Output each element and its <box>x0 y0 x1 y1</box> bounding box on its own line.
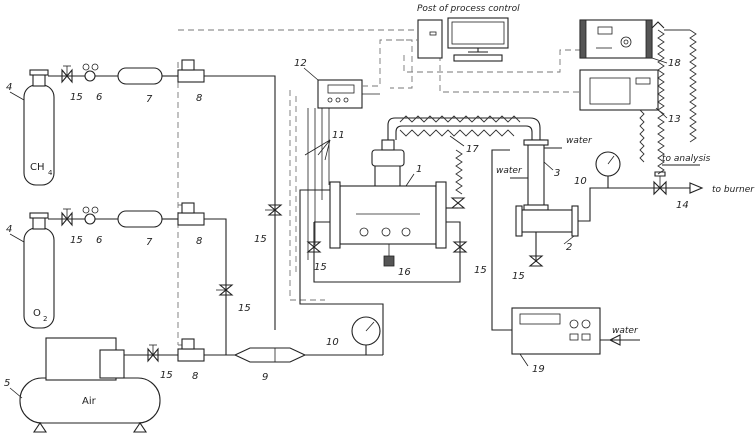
to-burner-label: to burner <box>712 185 755 195</box>
mass-flow-controller-8a: 8 <box>177 59 205 104</box>
water-bottom-label: water <box>612 326 639 336</box>
process-control-post: Post of process control <box>417 4 520 62</box>
thermocouple-leads-11: 11 <box>304 130 345 161</box>
svg-text:15: 15 <box>254 234 267 245</box>
valve-15d: 15 <box>254 204 283 245</box>
label-5: 5 <box>4 378 10 389</box>
valve-15a: 15 <box>61 65 83 103</box>
ch4-subscript: 4 <box>48 169 53 177</box>
pc-keyboard <box>453 54 503 62</box>
svg-text:9: 9 <box>262 372 268 383</box>
valve-15c: 15 <box>216 284 251 314</box>
label-18: 18 <box>668 58 681 69</box>
to-analysis-label: to analysis <box>662 154 711 164</box>
valve-15b: 15 <box>61 208 83 246</box>
post-label: Post of process control <box>417 4 520 14</box>
o2-subscript: 2 <box>43 315 47 323</box>
filter-7b: 7 <box>117 210 163 248</box>
label-13: 13 <box>668 114 681 125</box>
cooler-3: water water 3 <box>496 136 593 211</box>
controller-to-pc-cable <box>362 39 418 87</box>
pc-tower <box>417 19 443 59</box>
pressure-reducer-6a: 6 <box>82 63 102 103</box>
o2-label: O <box>33 308 41 319</box>
svg-text:7: 7 <box>146 237 153 248</box>
chiller-19: 19 <box>511 307 601 375</box>
svg-text:14: 14 <box>676 200 689 211</box>
mass-flow-controller-8c: 8 <box>177 338 205 382</box>
valve-15f: 15 <box>306 241 327 273</box>
heated-sample-line-analyzers <box>657 29 665 175</box>
svg-text:15: 15 <box>70 235 83 246</box>
air-label: Air <box>82 396 97 407</box>
valve-15-drain: 15 <box>512 255 544 282</box>
svg-text:8: 8 <box>192 371 198 382</box>
reactor-1: 1 <box>329 139 447 249</box>
svg-text:8: 8 <box>196 236 202 247</box>
water-left-label: water <box>496 166 523 176</box>
svg-text:15: 15 <box>70 92 83 103</box>
svg-text:2: 2 <box>566 242 572 253</box>
methane-cylinder: CH 4 4 <box>6 69 55 186</box>
pressure-gauge-10a: 10 <box>326 316 381 355</box>
svg-text:15: 15 <box>474 265 487 276</box>
valve-15e: 15 <box>147 344 173 381</box>
svg-text:17: 17 <box>466 144 479 155</box>
label-4b: 4 <box>6 224 12 235</box>
svg-text:7: 7 <box>146 94 153 105</box>
svg-text:16: 16 <box>398 267 411 278</box>
heater-16: 16 <box>383 244 411 278</box>
pressure-gauge-10b: 10 <box>574 151 621 188</box>
mixer-9: 9 <box>233 347 307 383</box>
separator-2: 2 <box>515 205 579 262</box>
analyzer-13: 13 <box>579 69 681 125</box>
mass-flow-controller-8b: 8 <box>177 202 205 247</box>
controller-12: 12 <box>294 58 363 109</box>
svg-text:15: 15 <box>512 271 525 282</box>
pc-monitor <box>447 17 509 49</box>
control-valve-14: 14 <box>653 171 689 211</box>
svg-text:6: 6 <box>96 235 102 246</box>
water-top-label: water <box>566 136 593 146</box>
filter-7a: 7 <box>117 67 163 105</box>
svg-text:11: 11 <box>332 130 345 141</box>
valve-15h-heated <box>446 197 466 209</box>
svg-text:10: 10 <box>574 176 587 187</box>
valve-15g: 15 <box>452 241 487 276</box>
svg-text:6: 6 <box>96 92 102 103</box>
heated-line-17: 17 <box>387 115 541 195</box>
analyzer-18: 18 <box>579 19 681 69</box>
svg-text:15: 15 <box>314 262 327 273</box>
svg-text:19: 19 <box>532 364 545 375</box>
svg-text:8: 8 <box>196 93 202 104</box>
oxygen-cylinder: O 2 4 <box>6 212 55 329</box>
ch4-label: CH <box>30 162 45 173</box>
svg-text:12: 12 <box>294 58 307 69</box>
pressure-reducer-6b: 6 <box>82 206 102 246</box>
svg-text:15: 15 <box>160 370 173 381</box>
svg-text:3: 3 <box>554 168 560 179</box>
svg-text:10: 10 <box>326 337 339 348</box>
air-compressor: Air 5 <box>4 337 161 433</box>
label-4a: 4 <box>6 82 12 93</box>
svg-text:15: 15 <box>238 303 251 314</box>
svg-text:1: 1 <box>416 164 422 175</box>
